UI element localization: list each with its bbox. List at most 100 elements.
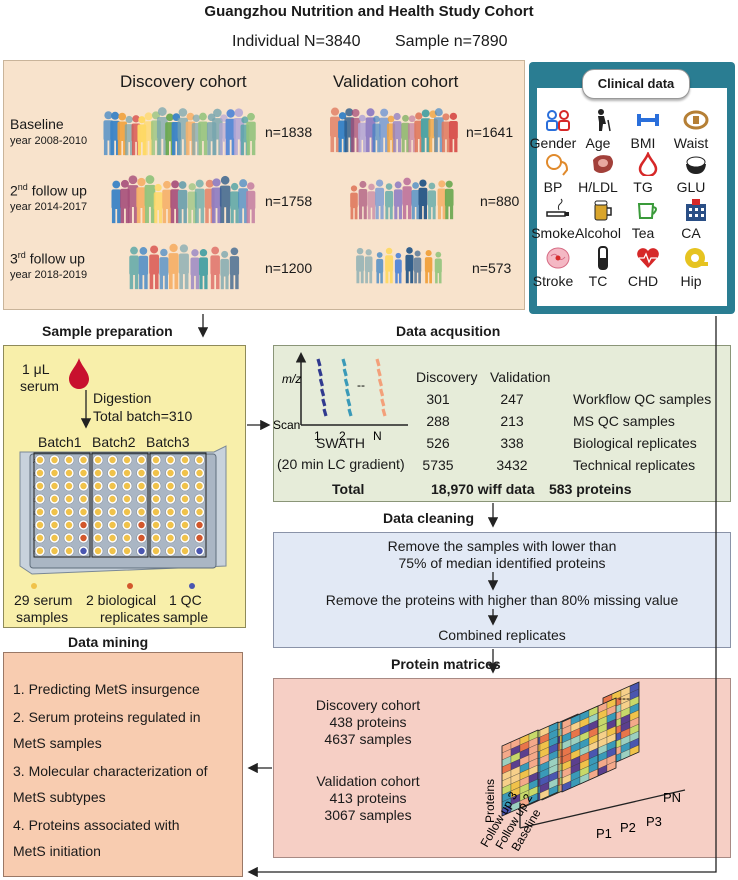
followup3-number: 3	[10, 250, 18, 267]
person-figure	[411, 182, 420, 220]
person-figure	[187, 183, 197, 224]
rice-bowl-icon	[686, 156, 706, 174]
person-figure	[358, 114, 367, 153]
data-mining-heading: Data mining	[68, 634, 149, 650]
data-mining-panel	[3, 652, 243, 877]
acq-total-wiff: 18,970 wiff data	[431, 481, 535, 497]
swath-window	[380, 398, 386, 407]
person-figure	[238, 179, 249, 224]
beer-icon	[594, 200, 612, 221]
tea-cup-icon	[637, 203, 657, 219]
person-figure	[413, 250, 422, 284]
person-figure	[433, 108, 444, 153]
row-followup3-years: year 2018-2019	[10, 269, 88, 281]
clinical-item: BMI	[625, 108, 681, 152]
p-label: P2	[620, 820, 636, 835]
p-label: P1	[596, 826, 612, 841]
person-figure	[177, 108, 189, 156]
person-figure	[220, 250, 229, 290]
clinical-item-label: Waist	[673, 135, 709, 151]
swath-dots: --	[357, 378, 365, 392]
clinical-item-label: Hip	[680, 273, 702, 289]
person-figure	[372, 115, 381, 153]
total-batch-label: Total batch=310	[93, 408, 193, 424]
clinical-item: Stroke	[533, 246, 591, 290]
clinical-item-label: GLU	[676, 179, 706, 195]
clinical-item: Waist	[673, 108, 729, 152]
people-group	[356, 247, 442, 284]
person-figure	[350, 185, 358, 220]
serum-label: serum	[20, 378, 59, 394]
legend-dot	[31, 583, 37, 589]
followup2-text: follow up	[27, 182, 87, 199]
person-figure	[427, 182, 436, 220]
people-crowd-illustration	[103, 107, 458, 290]
person-figure	[246, 112, 256, 156]
clinical-item: H/LDL	[578, 152, 636, 196]
person-figure	[229, 247, 240, 290]
clinical-item: BP	[535, 152, 591, 196]
person-figure	[418, 179, 428, 220]
person-figure	[117, 112, 127, 156]
clinical-item-label: H/LDL	[578, 179, 618, 195]
clinical-item-label: Stroke	[532, 273, 574, 289]
row-followup2-years: year 2014-2017	[10, 201, 88, 213]
waist-icon	[683, 110, 709, 130]
discovery-n-followup3: n=1200	[265, 260, 313, 276]
clipboard-clip	[582, 69, 690, 99]
person-figure	[230, 182, 240, 224]
person-figure	[210, 246, 220, 290]
person-figure	[153, 183, 163, 224]
person-figure	[401, 114, 410, 153]
swath-window	[345, 388, 351, 397]
person-figure	[356, 247, 365, 284]
person-figure	[394, 252, 402, 284]
person-figure	[127, 175, 139, 224]
clinical-item-label: TC	[588, 273, 608, 289]
people-group	[111, 175, 256, 224]
batch2-label: Batch2	[92, 434, 136, 450]
person-figure	[170, 180, 180, 224]
followup2-sup: nd	[17, 182, 28, 192]
serum-volume: 1 μL	[22, 361, 50, 377]
person-figure	[402, 177, 412, 220]
clinical-item: Alcohol	[575, 198, 636, 242]
person-figure	[159, 248, 169, 290]
person-figure	[385, 247, 394, 284]
acq-row-label: Workflow QC samples	[573, 391, 712, 407]
legend-dot	[189, 583, 195, 589]
protein-matrices-heading: Protein matrices	[391, 656, 501, 672]
legend-line1: 1 QC	[169, 592, 202, 608]
person-figure	[138, 247, 149, 290]
clinical-item-label: Smoke	[531, 225, 575, 241]
swath-window	[316, 358, 322, 367]
acq-col-validation: Validation	[490, 369, 551, 385]
digestion-label: Digestion	[93, 390, 152, 406]
batch1-label: Batch1	[38, 434, 82, 450]
person-figure	[405, 247, 414, 284]
plate-row-letter: G	[33, 537, 37, 543]
matrix-dots: ---	[618, 691, 630, 705]
validation-matrix-name: Validation cohort	[316, 773, 420, 789]
plate-row-letter: H	[33, 550, 37, 556]
person-figure	[385, 183, 394, 220]
person-figure	[376, 252, 384, 284]
clinical-item-label: CA	[681, 225, 701, 241]
clinical-item: Smoke	[531, 198, 591, 242]
swath-window	[320, 388, 326, 397]
person-figure	[434, 251, 442, 284]
batch-outline	[91, 452, 149, 558]
people-group	[329, 107, 458, 153]
people-group	[129, 243, 240, 290]
validation-matrix-proteins: 413 proteins	[329, 790, 407, 806]
person-figure	[358, 180, 368, 220]
plate-row-letter: F	[33, 524, 36, 530]
person-figure	[178, 244, 189, 290]
validation-n-baseline: n=1641	[466, 124, 514, 140]
cleaning-step3: Combined replicates	[438, 627, 566, 643]
person-figure	[437, 180, 447, 220]
clinical-item: CA	[673, 198, 729, 242]
discovery-n-followup2: n=1758	[265, 193, 313, 209]
